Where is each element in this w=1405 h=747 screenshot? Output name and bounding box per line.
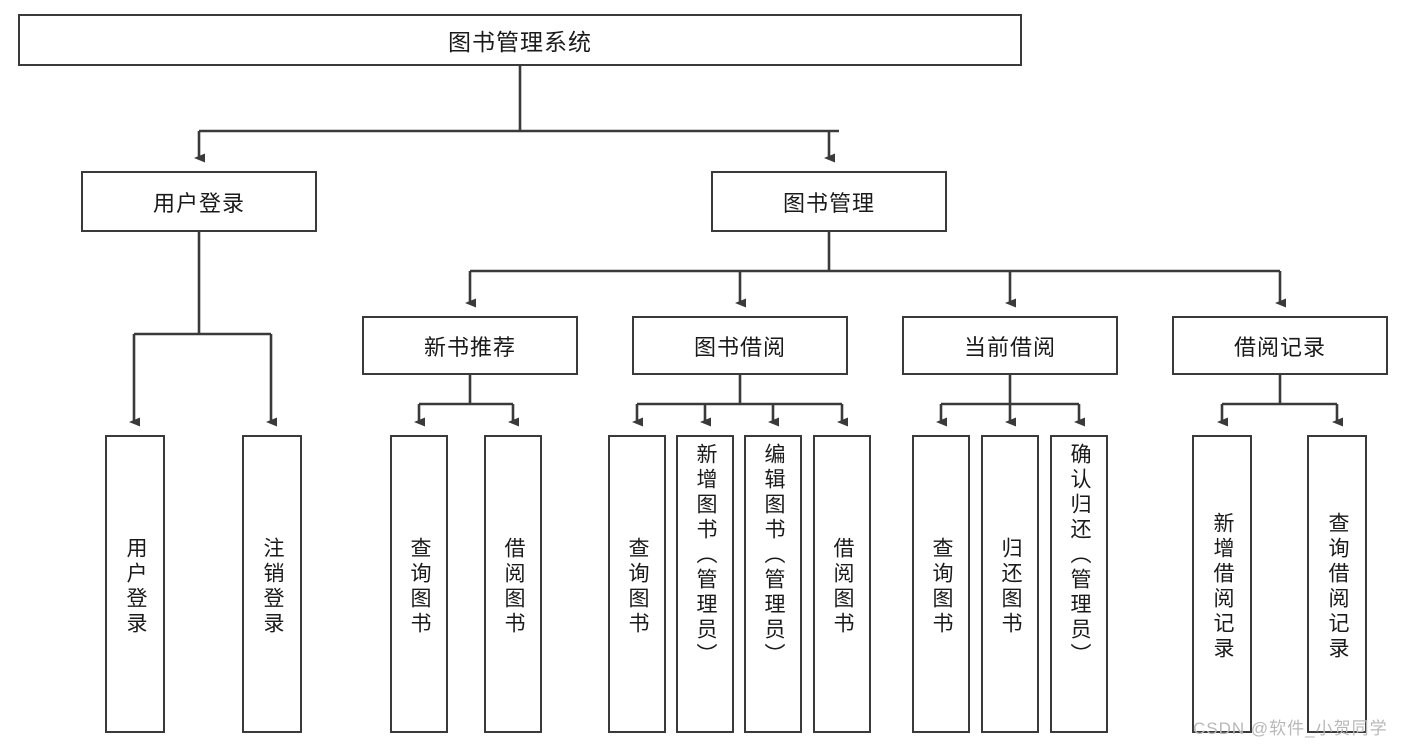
- leaf-book-borrow-edit-book[interactable]: 编辑图书（管理员）: [744, 435, 802, 733]
- node-label: 新增借阅记录: [1211, 512, 1234, 662]
- node-label: 查询图书: [408, 537, 431, 637]
- node-label: 图书管理系统: [448, 29, 592, 55]
- node-label: 查询借阅记录: [1326, 512, 1349, 662]
- leaf-user-login-logout[interactable]: 注销登录: [242, 435, 302, 733]
- node-label: 借阅图书: [831, 537, 854, 637]
- leaf-book-borrow-borrow-book[interactable]: 借阅图书: [813, 435, 871, 733]
- node-label: 注销登录: [261, 537, 284, 637]
- csdn-watermark: CSDN @软件_小贺同学: [1193, 719, 1388, 738]
- node-borrow-record[interactable]: 借阅记录: [1172, 316, 1388, 375]
- leaf-new-book-query-book[interactable]: 查询图书: [390, 435, 448, 733]
- node-book-borrow[interactable]: 图书借阅: [632, 316, 848, 375]
- node-label: 用户登录: [124, 537, 147, 637]
- node-book-management[interactable]: 图书管理: [711, 171, 947, 232]
- node-label: 查询图书: [930, 537, 953, 637]
- leaf-new-book-borrow-book[interactable]: 借阅图书: [484, 435, 542, 733]
- node-label: 图书管理: [782, 190, 875, 216]
- node-label: 编辑图书（管理员）: [762, 443, 785, 668]
- node-user-login[interactable]: 用户登录: [81, 171, 317, 232]
- leaf-borrow-record-add-record[interactable]: 新增借阅记录: [1192, 435, 1252, 733]
- node-label: 查询图书: [626, 537, 649, 637]
- node-label: 图书借阅: [693, 334, 786, 360]
- leaf-current-borrow-confirm-return[interactable]: 确认归还（管理员）: [1050, 435, 1108, 733]
- node-new-book-recommend[interactable]: 新书推荐: [362, 316, 578, 375]
- node-current-borrow[interactable]: 当前借阅: [902, 316, 1118, 375]
- leaf-book-borrow-query-book[interactable]: 查询图书: [608, 435, 666, 733]
- leaf-user-login-login[interactable]: 用户登录: [105, 435, 165, 733]
- node-label: 借阅图书: [502, 537, 525, 637]
- node-label: 新书推荐: [423, 334, 516, 360]
- leaf-current-borrow-return-book[interactable]: 归还图书: [981, 435, 1039, 733]
- node-root-system[interactable]: 图书管理系统: [18, 14, 1022, 66]
- leaf-borrow-record-query-record[interactable]: 查询借阅记录: [1307, 435, 1367, 733]
- node-label: 用户登录: [152, 190, 245, 216]
- leaf-current-borrow-query-book[interactable]: 查询图书: [912, 435, 970, 733]
- node-label: 归还图书: [999, 537, 1022, 637]
- node-label: 确认归还（管理员）: [1068, 443, 1091, 668]
- node-label: 当前借阅: [963, 334, 1056, 360]
- node-label: 新增图书（管理员）: [694, 443, 717, 668]
- leaf-book-borrow-add-book[interactable]: 新增图书（管理员）: [676, 435, 734, 733]
- node-label: 借阅记录: [1233, 334, 1326, 360]
